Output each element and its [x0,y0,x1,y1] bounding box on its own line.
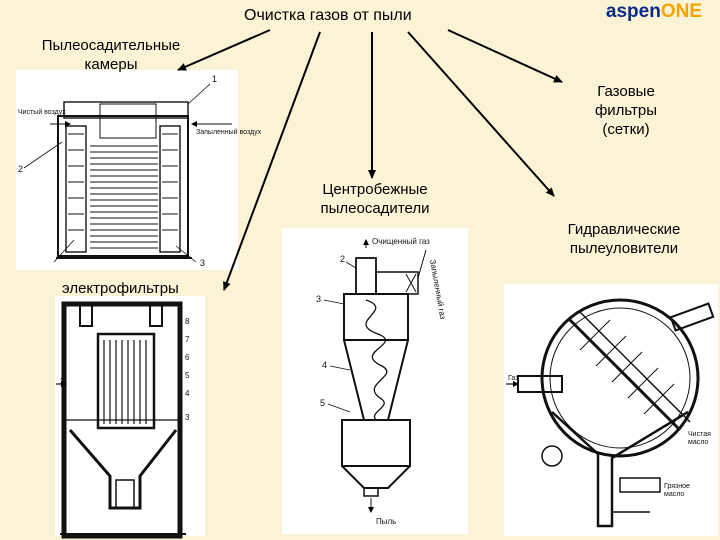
hydraulic-drawing [506,298,715,528]
label-hydraulic: Гидравлические пылеуловители [540,220,708,258]
label-settling-chambers-line1: Пылеосадительные [41,37,181,54]
label-n3-chamber: 3 [200,258,205,268]
label-n5-cyclone: 5 [320,398,325,408]
label-n4-cyclone: 4 [322,360,327,370]
cyclone-labels: Очищенный газ Запыленный газ Пыль 2 3 4 … [316,237,447,526]
label-settling-chambers: Пылеосадительные камеры [8,36,214,74]
label-gas-filters: Газовые фильтры (сетки) [566,82,686,139]
label-dusty-air: Запыленный воздух [196,128,262,136]
svg-text:Грязное: Грязное [664,483,690,490]
svg-text:масло: масло [664,491,684,498]
label-clean-air: Чистый воздух [18,108,66,116]
svg-text:4: 4 [185,389,190,398]
label-dust: Пыль [376,517,396,526]
arrow-to-settling-chambers [177,29,271,71]
svg-text:3: 3 [185,413,190,422]
label-settling-chambers-line2: камеры [84,56,138,73]
label-electrofilters: электрофильтры [62,280,179,297]
aspen-one-logo: aspenONE [606,0,702,24]
arrow-to-electrofilters [223,31,321,291]
label-n1-chamber: 1 [212,74,217,84]
label-hydraulic-line2: пылеуловители [569,240,679,257]
label-centrifugal-line2: пылеосадители [320,200,430,217]
electrofilter-labels: 8 7 6 5 4 3 2 [60,317,190,422]
svg-text:масло: масло [688,439,708,446]
label-gas-filters-line1: Газовые [597,83,655,100]
arrow-to-gas-filters [447,29,563,83]
logo-one-text: ONE [660,1,702,22]
svg-text:Чистая: Чистая [688,431,711,438]
label-centrifugal: Центробежные пылеосадители [300,180,450,218]
label-centrifugal-line1: Центробежные [322,181,428,198]
label-hydraulic-line1: Гидравлические [567,221,681,238]
connector-arrows [177,29,563,291]
svg-text:5: 5 [185,371,190,380]
label-gas-filters-line3: (сетки) [602,121,650,138]
label-n3-cyclone: 3 [316,294,321,304]
label-gas-filters-line2: фильтры [594,102,658,119]
settling-chamber-drawing [23,83,232,263]
electrofilter-drawing [56,301,186,539]
svg-text:8: 8 [185,317,190,326]
svg-text:7: 7 [185,335,190,344]
settling-chamber-labels: Чистый воздух Запыленный воздух 1 2 3 [18,74,262,268]
label-clean-gas: Очищенный газ [372,237,430,246]
label-n2-cyclone: 2 [340,254,345,264]
label-n2-chamber: 2 [18,164,23,174]
label-dusty-gas: Запыленный газ [428,259,447,320]
svg-text:6: 6 [185,353,190,362]
logo-aspen-text: aspen [605,1,661,22]
slide-title: Очистка газов от пыли [244,7,412,24]
cyclone-panel [282,228,468,534]
cyclone-drawing [323,239,427,513]
svg-text:Газ: Газ [508,375,518,382]
svg-text:2: 2 [60,377,65,386]
arrow-to-hydraulic [407,31,555,197]
